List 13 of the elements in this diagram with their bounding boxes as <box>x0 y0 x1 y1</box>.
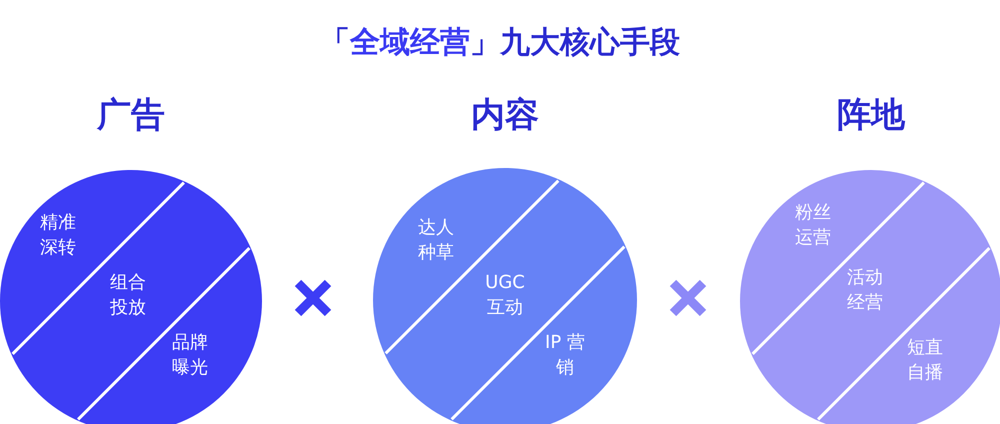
band-label: IP 营销 <box>542 330 588 380</box>
band-label: UGC 互动 <box>482 270 528 320</box>
band-label: 组合投放 <box>110 270 150 320</box>
band-label: 活动经营 <box>847 265 887 315</box>
band-label: 粉丝运营 <box>795 200 835 250</box>
title: 「全域经营」九大核心手段 <box>319 24 681 62</box>
heading: 广告 <box>96 94 166 137</box>
band-label: 精准深转 <box>40 210 80 260</box>
band-label: 品牌曝光 <box>172 330 212 380</box>
heading: 阵地 <box>836 94 906 137</box>
heading: 内容 <box>470 94 540 137</box>
band-label: 短直自播 <box>907 335 947 385</box>
band-label: 达人种草 <box>418 215 458 265</box>
